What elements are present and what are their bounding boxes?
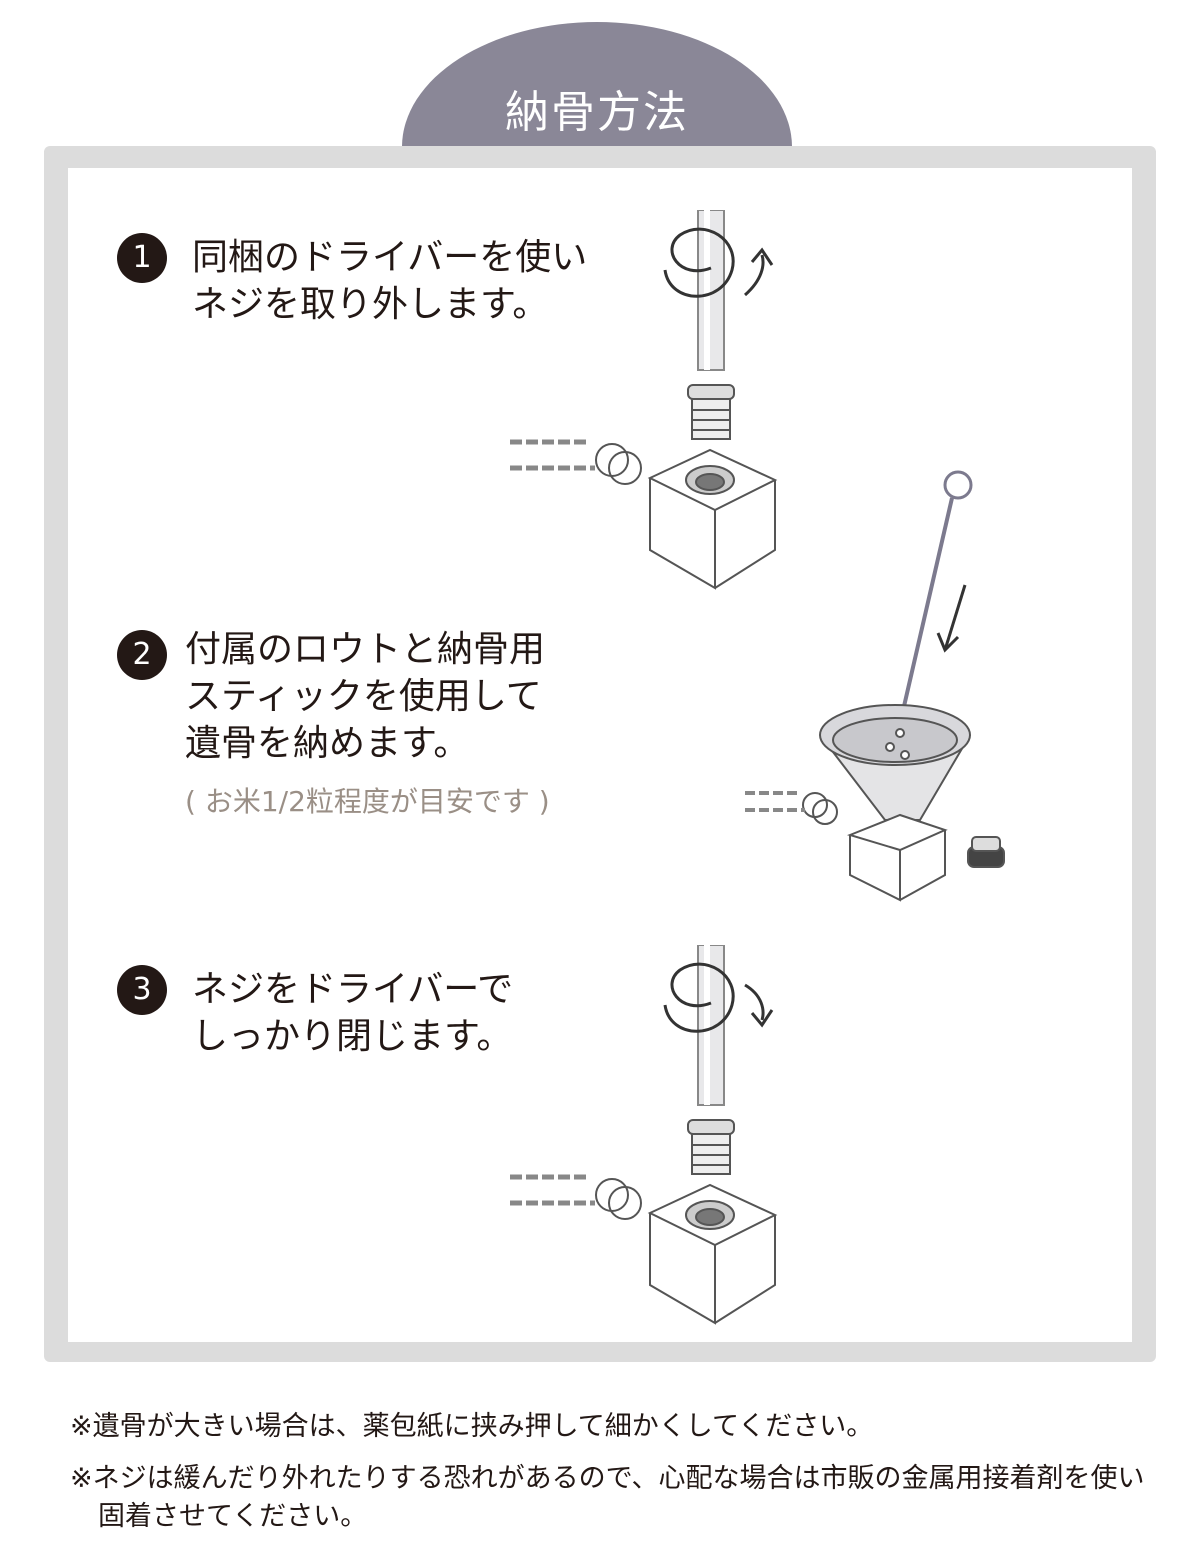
step-3-line: しっかり閉じます。 [192,1016,513,1057]
step-1-number: 1 [117,233,167,283]
step-2-line: 遺骨を納めます。 [185,723,470,764]
step-3-line: ネジをドライバーで [192,969,514,1010]
rotate-arrow-icon [663,962,735,1033]
stick [900,497,954,716]
step-2-number: 2 [117,630,167,680]
footnote: ※ネジは緩んだり外れたりする恐れがあるので、心配な場合は市販の金属用接着剤を使い… [70,1460,1145,1536]
page-title: 納骨方法 [505,87,689,138]
footnote-line: 固着させてください。 [98,1501,368,1532]
step-2-text: 付属のロウトと納骨用 スティックを使用して 遺骨を納めます。 [185,626,545,767]
stick-ring [943,470,973,500]
down-arrow-icon [943,584,967,651]
step-1-text: 同梱のドライバーを使い ネジを取り外します。 [192,234,587,328]
step-2-line: スティックを使用して [185,676,542,717]
step-1-line: ネジを取り外します。 [192,284,549,325]
illustration-close-screw [510,945,778,1325]
step-2-note: ( お米1/2粒程度が目安です ) [185,785,550,818]
step-3-text: ネジをドライバーで しっかり閉じます。 [192,966,513,1060]
footnote: ※遺骨が大きい場合は、薬包紙に挟み押して細かくしてください。 [70,1411,874,1442]
illustration-funnel [745,470,1005,902]
illustration-remove-screw [510,210,778,590]
footnotes: ※遺骨が大きい場合は、薬包紙に挟み押して細かくしてください。 ※ネジは緩んだり外… [70,1408,1145,1550]
header-banner [0,0,1200,146]
step-3-number: 3 [117,965,167,1015]
step-2-line: 付属のロウトと納骨用 [185,629,546,670]
rotate-arrow-icon [663,227,735,298]
footnote-line: ※ネジは緩んだり外れたりする恐れがあるので、心配な場合は市販の金属用接着剤を使い [70,1463,1145,1494]
step-1-line: 同梱のドライバーを使い [192,237,588,278]
